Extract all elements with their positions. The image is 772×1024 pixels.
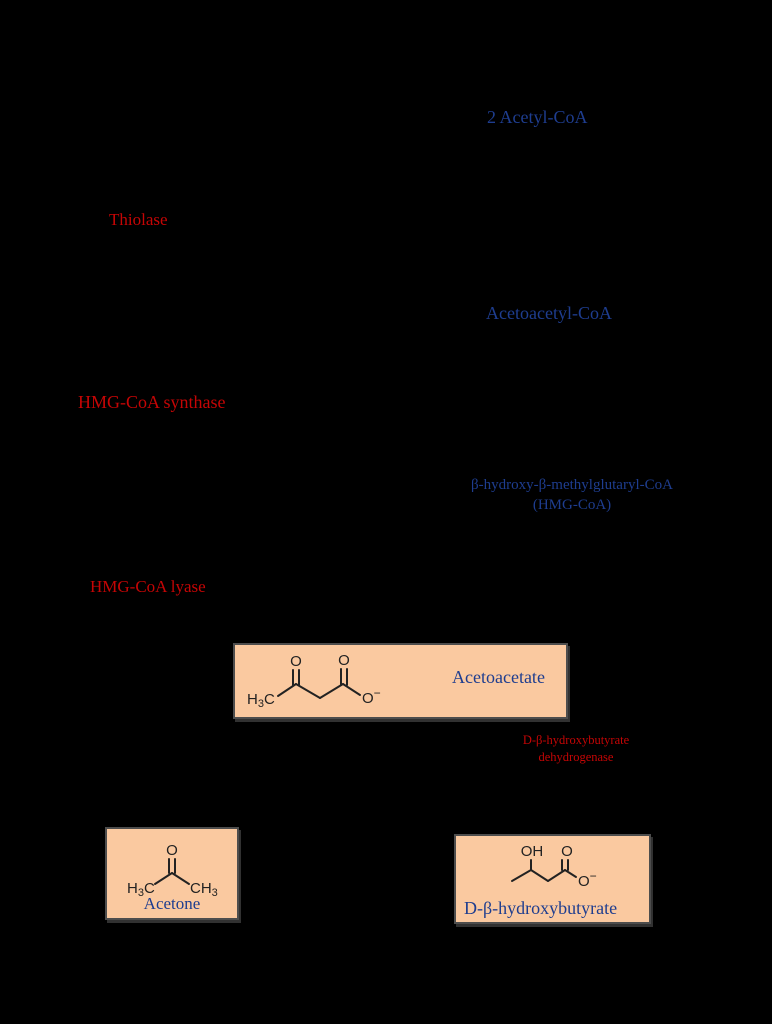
hmg-coa-lyase-enzyme-label: HMG-CoA lyase — [90, 577, 206, 596]
bhb-dehydrogenase-label-line2: dehydrogenase — [538, 750, 614, 764]
bhb-dehydrogenase-enzyme-label: D-β-hydroxybutyrate dehydrogenase — [500, 732, 652, 766]
acetyl-coa-label: 2 Acetyl-CoA — [487, 107, 588, 127]
acetone-box: O H3C CH3 Acetone — [105, 827, 239, 920]
bhb-structure: OH O O− — [511, 843, 597, 890]
carboxylate-oxygen-label: O− — [362, 686, 381, 707]
carboxylate-oxygen-label: O− — [578, 869, 597, 890]
bhb-dehydrogenase-label-line1: D-β-hydroxybutyrate — [522, 733, 630, 747]
ketone-oxygen-label: O — [166, 842, 178, 859]
acetoacetate-name-label: Acetoacetate — [452, 667, 545, 687]
hydroxyl-group-label: OH — [521, 843, 544, 860]
bhb-name-label: D-β-hydroxybutyrate — [464, 898, 618, 918]
acetoacetyl-coa-label: Acetoacetyl-CoA — [486, 303, 612, 323]
acetone-structure: O H3C CH3 — [127, 842, 218, 899]
methyl-group-left-label: H3C — [127, 880, 155, 899]
methyl-group-label: H3C — [247, 691, 275, 710]
hmg-coa-label-line1: β-hydroxy-β-methylglutaryl-CoA — [471, 477, 673, 493]
bhb-box: OH O O− D-β-hydroxybutyrate — [454, 834, 651, 924]
ketone-oxygen-label: O — [290, 653, 302, 670]
carboxyl-oxygen-label: O — [561, 843, 573, 860]
acetone-name-label: Acetone — [143, 894, 201, 913]
hmg-coa-synthase-enzyme-label: HMG-CoA synthase — [78, 392, 226, 412]
acetoacetate-box: O O H3C O− Acetoacetate — [233, 643, 568, 719]
hmg-coa-label-line2: (HMG-CoA) — [532, 497, 612, 513]
carboxyl-oxygen-label: O — [338, 652, 350, 669]
methyl-group-right-label: CH3 — [190, 880, 218, 899]
acetoacetate-structure: O O H3C O− — [247, 652, 381, 710]
hmg-coa-label: β-hydroxy-β-methylglutaryl-CoA (HMG-CoA) — [462, 475, 682, 515]
thiolase-enzyme-label: Thiolase — [109, 210, 168, 229]
